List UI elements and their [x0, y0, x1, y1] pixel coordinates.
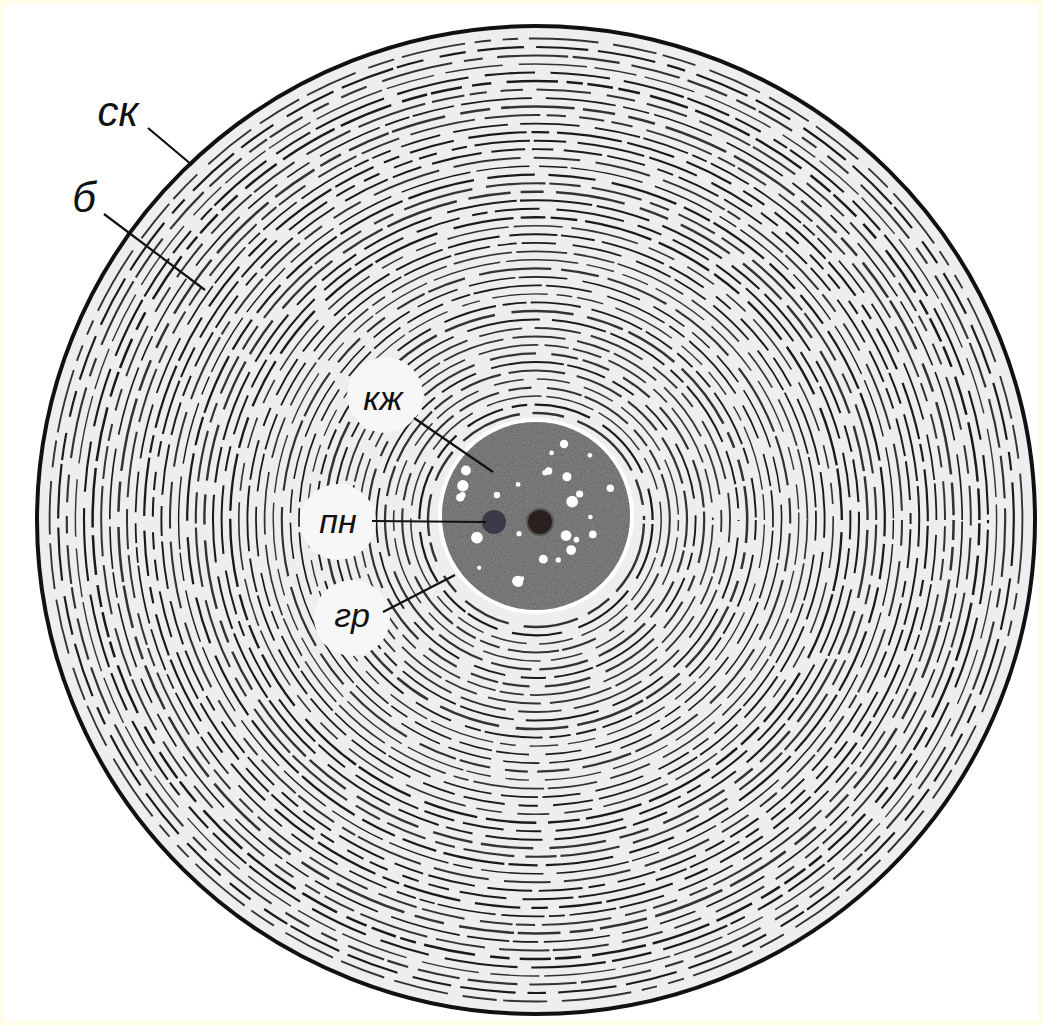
egg-ground [37, 26, 1035, 1014]
layer-ring [316, 302, 756, 737]
yolk-droplet [566, 545, 576, 555]
yolk-droplet [561, 530, 572, 541]
layer-ring [101, 90, 971, 951]
layer-ring [222, 209, 851, 832]
leader-line [372, 521, 486, 522]
layer-ring [428, 413, 644, 627]
layer-ring [308, 294, 765, 746]
part-label: пн [316, 503, 359, 539]
core-grain [442, 422, 630, 610]
egg-shell [37, 26, 1035, 1014]
layer-ring [161, 149, 910, 891]
yolk-droplet [560, 440, 568, 448]
yolk-droplet [607, 485, 614, 492]
part-label: кж [360, 380, 405, 416]
layer-ring [402, 388, 670, 653]
layer-ring [84, 73, 988, 968]
pronucleus [527, 509, 553, 535]
yolk-droplet [512, 576, 523, 587]
layer-ring [67, 55, 1005, 984]
yolk-droplet [539, 555, 548, 564]
layer-ring [179, 166, 894, 874]
layer-ring [394, 379, 679, 661]
layer-ring [265, 251, 808, 788]
yolk-droplet [456, 493, 464, 501]
layer-ring [127, 115, 945, 925]
part-label: б [69, 176, 99, 220]
yolk-droplet [461, 466, 471, 476]
layer-ring [299, 285, 773, 754]
layer-ring [170, 158, 902, 883]
yolk-droplet [589, 531, 597, 539]
yolk-droplet [549, 451, 554, 456]
layer-ring [325, 311, 747, 729]
leader-line [383, 575, 455, 612]
layer-ring [196, 183, 876, 857]
yolk-droplet [574, 537, 580, 543]
layer-ring [136, 124, 937, 917]
core-rim [438, 418, 634, 614]
part-label: гр [331, 597, 373, 633]
yolk-droplet [545, 467, 552, 474]
yolk-droplet [516, 482, 521, 487]
layer-ring [411, 396, 661, 644]
layer-ring [118, 107, 953, 934]
yolk-droplet [588, 515, 593, 520]
layer-ring [290, 277, 781, 763]
layer-ring [385, 371, 687, 670]
layer-ring [333, 319, 738, 720]
label-patches [300, 357, 423, 656]
layer-ring [239, 226, 833, 814]
part-label: ск [95, 90, 142, 134]
yolk-droplet [477, 566, 481, 570]
leader-line [104, 214, 205, 290]
layer-ring [93, 81, 980, 959]
yolk-droplet [494, 492, 500, 498]
layer-ring [419, 405, 652, 636]
layer-ring [230, 217, 842, 822]
layer-ring [342, 328, 730, 712]
layer-ring [153, 141, 919, 900]
layer-ring [273, 260, 799, 780]
leader-lines [104, 128, 493, 612]
layer-ring [144, 132, 928, 908]
layer-ring [282, 268, 790, 771]
yolk-droplet [516, 531, 521, 536]
layer-ring [204, 192, 867, 849]
leader-line [148, 128, 192, 165]
concentric-layers [50, 38, 1023, 1001]
label-patch [314, 580, 390, 656]
layer-ring [50, 38, 1023, 1001]
label-patch [300, 484, 376, 560]
yolk-droplet [562, 472, 571, 481]
yolk-droplet [588, 453, 593, 458]
layer-ring [75, 64, 996, 976]
yolk-droplet [471, 532, 483, 544]
layer-ring [256, 243, 816, 797]
core-ground [442, 422, 630, 610]
yolk-droplet [566, 496, 578, 508]
layer-ring [58, 47, 1014, 993]
label-patch [347, 357, 423, 433]
core [438, 418, 634, 614]
yolk-droplet [576, 490, 583, 497]
layer-ring [110, 98, 962, 942]
layer-ring [247, 234, 824, 805]
layer-ring [213, 200, 859, 840]
layer-ring [187, 175, 885, 866]
yolk-droplet [457, 480, 468, 491]
yolk-droplet [556, 557, 561, 562]
layer-ring [376, 362, 695, 678]
leader-line [414, 418, 493, 472]
